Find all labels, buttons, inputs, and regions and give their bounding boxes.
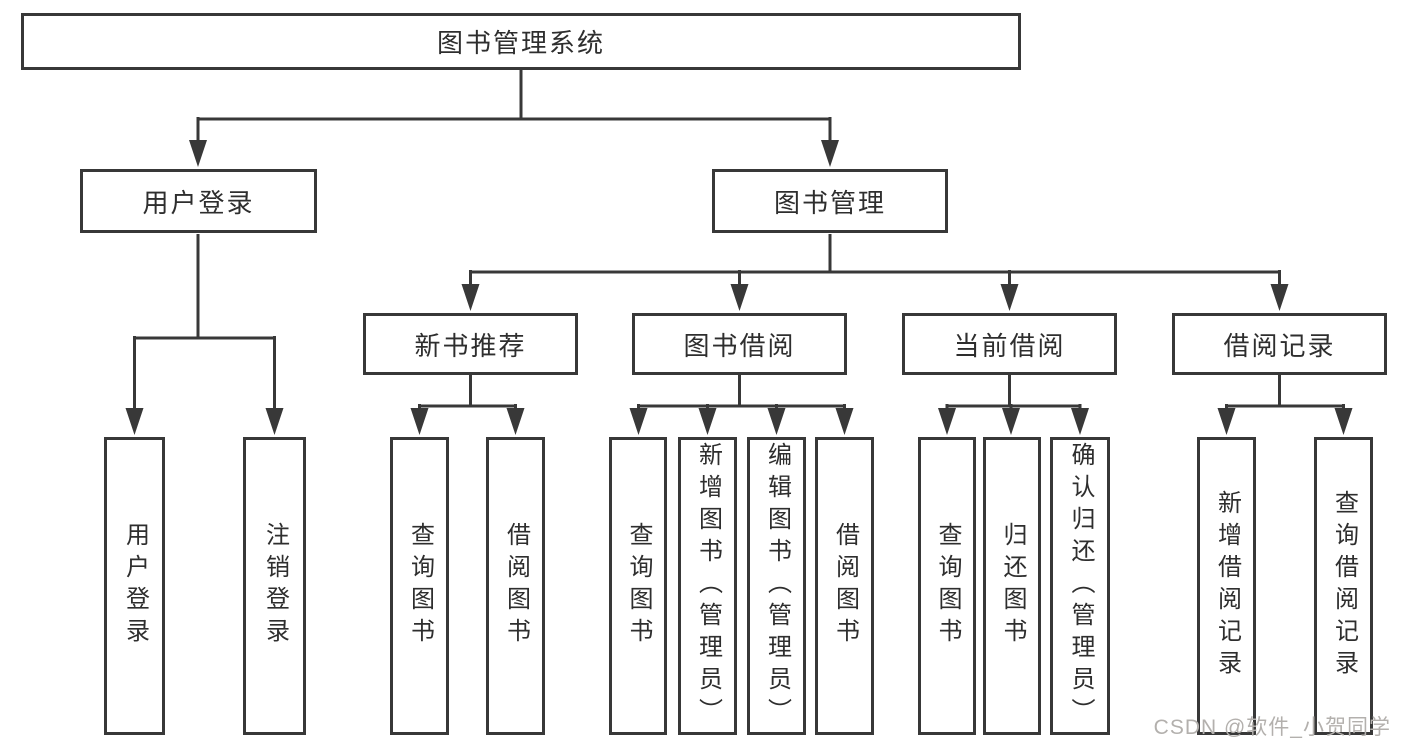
node-label: 新增图书（管理员） — [694, 442, 722, 730]
node-user-login: 用户登录 — [80, 169, 317, 233]
node-label: 编辑图书（管理员） — [763, 442, 791, 730]
connector-current-borrowing-to-leaves — [938, 375, 1089, 435]
node-label: 用户登录 — [121, 522, 149, 650]
arrow-down-icon — [410, 408, 429, 435]
arrow-down-icon — [461, 284, 480, 311]
arrow-down-icon — [1270, 284, 1289, 311]
node-book-borrowing: 图书借阅 — [632, 313, 847, 375]
leaf-confirm-return-admin: 确认归还（管理员） — [1050, 437, 1110, 735]
arrow-down-icon — [629, 408, 648, 435]
arrow-down-icon — [265, 408, 284, 435]
node-library-management-system: 图书管理系统 — [21, 13, 1021, 70]
arrow-down-icon — [821, 140, 839, 167]
arrow-down-icon — [835, 408, 854, 435]
arrow-down-icon — [506, 408, 525, 435]
connector-root-to-level2 — [189, 70, 839, 167]
connector-new-book-to-leaves — [410, 375, 525, 435]
arrow-down-icon — [125, 408, 144, 435]
node-label: 图书管理 — [773, 187, 886, 218]
node-label: 确认归还（管理员） — [1067, 442, 1094, 730]
connector-borrowing-records-to-leaves — [1217, 375, 1353, 435]
arrow-down-icon — [1000, 284, 1019, 311]
connector-book-management-to-level3 — [461, 234, 1289, 311]
arrow-down-icon — [1002, 408, 1020, 435]
node-label: 新书推荐 — [414, 330, 527, 361]
connector-book-borrowing-to-leaves — [629, 375, 854, 435]
arrow-down-icon — [730, 284, 749, 311]
arrow-down-icon — [938, 408, 956, 435]
node-label: 图书管理系统 — [436, 28, 605, 58]
leaf-user-login: 用户登录 — [104, 437, 165, 735]
leaf-query-books-borrowing: 查询图书 — [609, 437, 667, 735]
node-label: 查询借阅记录 — [1330, 490, 1358, 682]
arrow-down-icon — [189, 140, 207, 167]
node-label: 借阅图书 — [502, 522, 530, 650]
arrow-down-icon — [698, 408, 717, 435]
node-label: 图书借阅 — [683, 330, 796, 361]
leaf-add-borrow-record: 新增借阅记录 — [1197, 437, 1256, 735]
node-new-book-recommendation: 新书推荐 — [363, 313, 578, 375]
arrow-down-icon — [1217, 408, 1236, 435]
leaf-borrow-books: 借阅图书 — [815, 437, 874, 735]
node-borrowing-records: 借阅记录 — [1172, 313, 1387, 375]
node-label: 查询图书 — [934, 522, 961, 650]
node-book-management: 图书管理 — [712, 169, 948, 233]
node-label: 归还图书 — [999, 522, 1026, 650]
leaf-query-borrow-record: 查询借阅记录 — [1314, 437, 1373, 735]
leaf-add-books-admin: 新增图书（管理员） — [678, 437, 737, 735]
node-label: 当前借阅 — [953, 330, 1066, 361]
node-label: 借阅记录 — [1223, 330, 1336, 361]
leaf-logout: 注销登录 — [243, 437, 306, 735]
leaf-edit-books-admin: 编辑图书（管理员） — [747, 437, 806, 735]
connector-user-login-to-leaves — [125, 234, 284, 435]
arrow-down-icon — [1071, 408, 1089, 435]
leaf-borrow-books-recommend: 借阅图书 — [486, 437, 545, 735]
node-current-borrowing: 当前借阅 — [902, 313, 1117, 375]
arrow-down-icon — [1334, 408, 1353, 435]
arrow-down-icon — [767, 408, 786, 435]
leaf-return-books: 归还图书 — [983, 437, 1041, 735]
leaf-query-books-recommend: 查询图书 — [390, 437, 449, 735]
node-label: 查询图书 — [625, 522, 652, 650]
node-label: 新增借阅记录 — [1213, 490, 1241, 682]
node-label: 借阅图书 — [831, 522, 859, 650]
node-label: 注销登录 — [261, 522, 289, 650]
node-label: 用户登录 — [142, 187, 255, 218]
node-label: 查询图书 — [406, 522, 434, 650]
leaf-query-books-current: 查询图书 — [918, 437, 976, 735]
